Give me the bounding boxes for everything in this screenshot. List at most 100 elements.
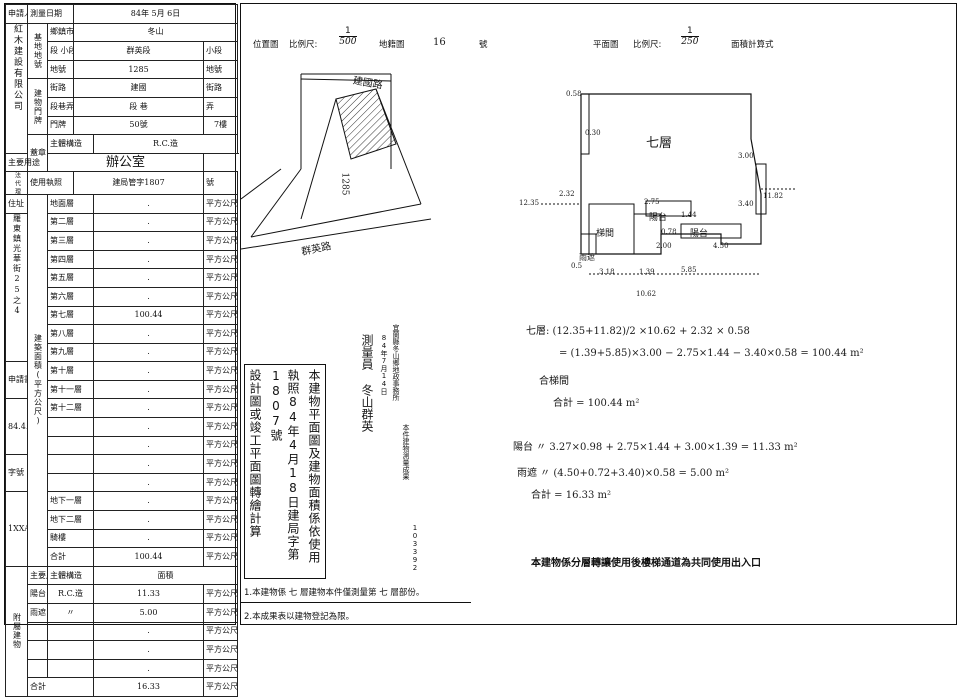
floor-name: 第十一層	[47, 379, 94, 400]
dim-3: 12.35	[519, 199, 540, 207]
annex-value: 5.00	[93, 603, 204, 623]
address-value: 羅東鎮光華街25之4	[5, 212, 28, 363]
section-suffix: 小段	[202, 41, 239, 61]
floor-unit: 平方公尺	[202, 454, 239, 474]
annex-value: .	[93, 640, 204, 660]
stamp-col-5: 103392	[411, 524, 419, 572]
floor-unit: 平方公尺	[202, 249, 239, 270]
floor-name: 第九層	[47, 342, 94, 363]
plan-balcony-1: 陽台	[649, 213, 668, 223]
street-label: 街路	[47, 78, 74, 98]
license-suffix: 號	[202, 171, 239, 195]
dim-12: 1.39	[639, 268, 655, 276]
floor-unit: 平方公尺	[202, 417, 239, 437]
calc-line-1: 七層: (12.35+11.82)/2 ×10.62 + 2.32 × 0.58	[526, 326, 750, 337]
floor-value: 100.44	[93, 305, 204, 326]
lane-suffix: 弄	[202, 96, 239, 117]
floor-value: .	[93, 286, 204, 307]
floor-unit: 平方公尺	[202, 379, 239, 400]
floor-name	[47, 417, 94, 437]
structure-value: R.C.造	[92, 134, 239, 154]
annex-head-use: 主要用途	[27, 565, 48, 586]
dim-5: 2.32	[559, 190, 575, 198]
annex-unit: 平方公尺	[202, 603, 239, 623]
dim-6: 2.75	[644, 198, 660, 206]
floor-value: .	[93, 361, 204, 381]
annex-unit: 平方公尺	[202, 640, 239, 660]
doc-no-label: 字號	[5, 454, 28, 493]
floor-name: 第三層	[47, 231, 94, 251]
floor-name: 第八層	[47, 324, 94, 344]
floor-value: .	[93, 528, 204, 549]
drawing-area: 位置圖 比例尺: 1 500 地籍圖 16 號 平面圖 比例尺: 1 250 面…	[240, 3, 957, 625]
location-map	[241, 73, 432, 250]
location-map-label: 位置圖	[253, 40, 279, 50]
annex-total-label: 合計	[27, 677, 94, 697]
floor-name: 第五層	[47, 268, 94, 288]
floor-value: .	[93, 454, 204, 474]
annex-struct: R.C.造	[47, 584, 94, 604]
footnote-1: 1.本建物係 七 層建物本件僅測量第 七 層部份。	[244, 588, 425, 598]
annex-struct	[47, 640, 94, 660]
license-label: 使用執照	[27, 171, 74, 195]
floor-value: .	[93, 324, 204, 344]
floor-unit: 平方公尺	[202, 305, 239, 326]
floor-name: 騎樓	[47, 528, 94, 549]
floor-unit: 平方公尺	[202, 286, 239, 307]
cert-col-3: 設計圖或竣工平面圖轉繪計算	[248, 369, 262, 538]
applicant-rep: 法代理人黃淑貞	[5, 171, 28, 195]
floor-value: .	[93, 193, 204, 214]
applicant-label: 申請人姓名	[5, 4, 28, 24]
calc-line-3: 合梯間	[539, 376, 569, 387]
dim-8: 0.78	[661, 228, 677, 236]
survey-date-label: 測量日期	[27, 4, 74, 24]
annex-use	[27, 640, 48, 660]
license-value: 建局管字1807	[73, 171, 204, 195]
floor-unit: 平方公尺	[202, 268, 239, 288]
floor-name	[47, 435, 94, 456]
floor-value: .	[93, 398, 204, 419]
floor-value: 100.44	[93, 547, 204, 567]
door-value: 50號	[73, 115, 204, 136]
base-land-label: 基地地號	[27, 22, 48, 80]
floor-unit: 平方公尺	[202, 231, 239, 251]
plan-balcony-2: 陽台	[690, 229, 709, 239]
annex-value: .	[93, 621, 204, 642]
scale-label: 比例尺:	[289, 40, 318, 50]
floor-unit: 平方公尺	[202, 547, 239, 567]
calc-line-4: 合計 = 100.44 m²	[553, 398, 640, 409]
annex-use	[27, 621, 48, 642]
annex-unit: 平方公尺	[202, 621, 239, 642]
dim-15: 0.5	[571, 262, 583, 270]
annex-use	[27, 658, 48, 679]
annex-value: .	[93, 658, 204, 679]
floor-name: 合計	[47, 547, 94, 567]
dim-4: 11.82	[763, 192, 784, 200]
annex-use: 雨遮	[27, 603, 48, 623]
floor-name: 地下二層	[47, 510, 94, 530]
floor-name: 地下一層	[47, 491, 94, 512]
floor-value: .	[93, 435, 204, 456]
certification-box: 本建物平面圖及建物面積係依使用 執照84年4月18日建局字第1807號 設計圖或…	[244, 364, 326, 579]
street-suffix: 街路	[202, 78, 239, 98]
floor-unit: 平方公尺	[202, 342, 239, 363]
plan-floor-name: 七層	[646, 136, 673, 151]
address-label: 住址	[5, 193, 28, 214]
floor-value: .	[93, 268, 204, 288]
survey-form: 申請人姓名測量日期84年 5月 6日紅木建設有限公司基地地號鄉鎮市區冬山段 小段…	[4, 3, 239, 697]
annex-head-struct: 主體構造	[47, 565, 94, 586]
annex-unit: 平方公尺	[202, 584, 239, 604]
floor-unit: 平方公尺	[202, 324, 239, 344]
annex-value: 11.33	[93, 584, 204, 604]
app-date-label: 申請書收件日期	[5, 361, 28, 400]
cert-col-1: 本建物平面圖及建物面積係依使用	[307, 369, 321, 564]
cadastral-map-label: 地籍圖	[379, 40, 405, 50]
floor-unit: 平方公尺	[202, 193, 239, 214]
floor-value: .	[93, 231, 204, 251]
door-floor: 7樓	[202, 115, 239, 136]
floor-name: 第二層	[47, 212, 94, 233]
plan-scale: 1 250	[681, 26, 699, 47]
section-value: 群英段	[73, 41, 204, 61]
lane-label: 段巷弄	[47, 96, 74, 117]
floor-unit: 平方公尺	[202, 510, 239, 530]
